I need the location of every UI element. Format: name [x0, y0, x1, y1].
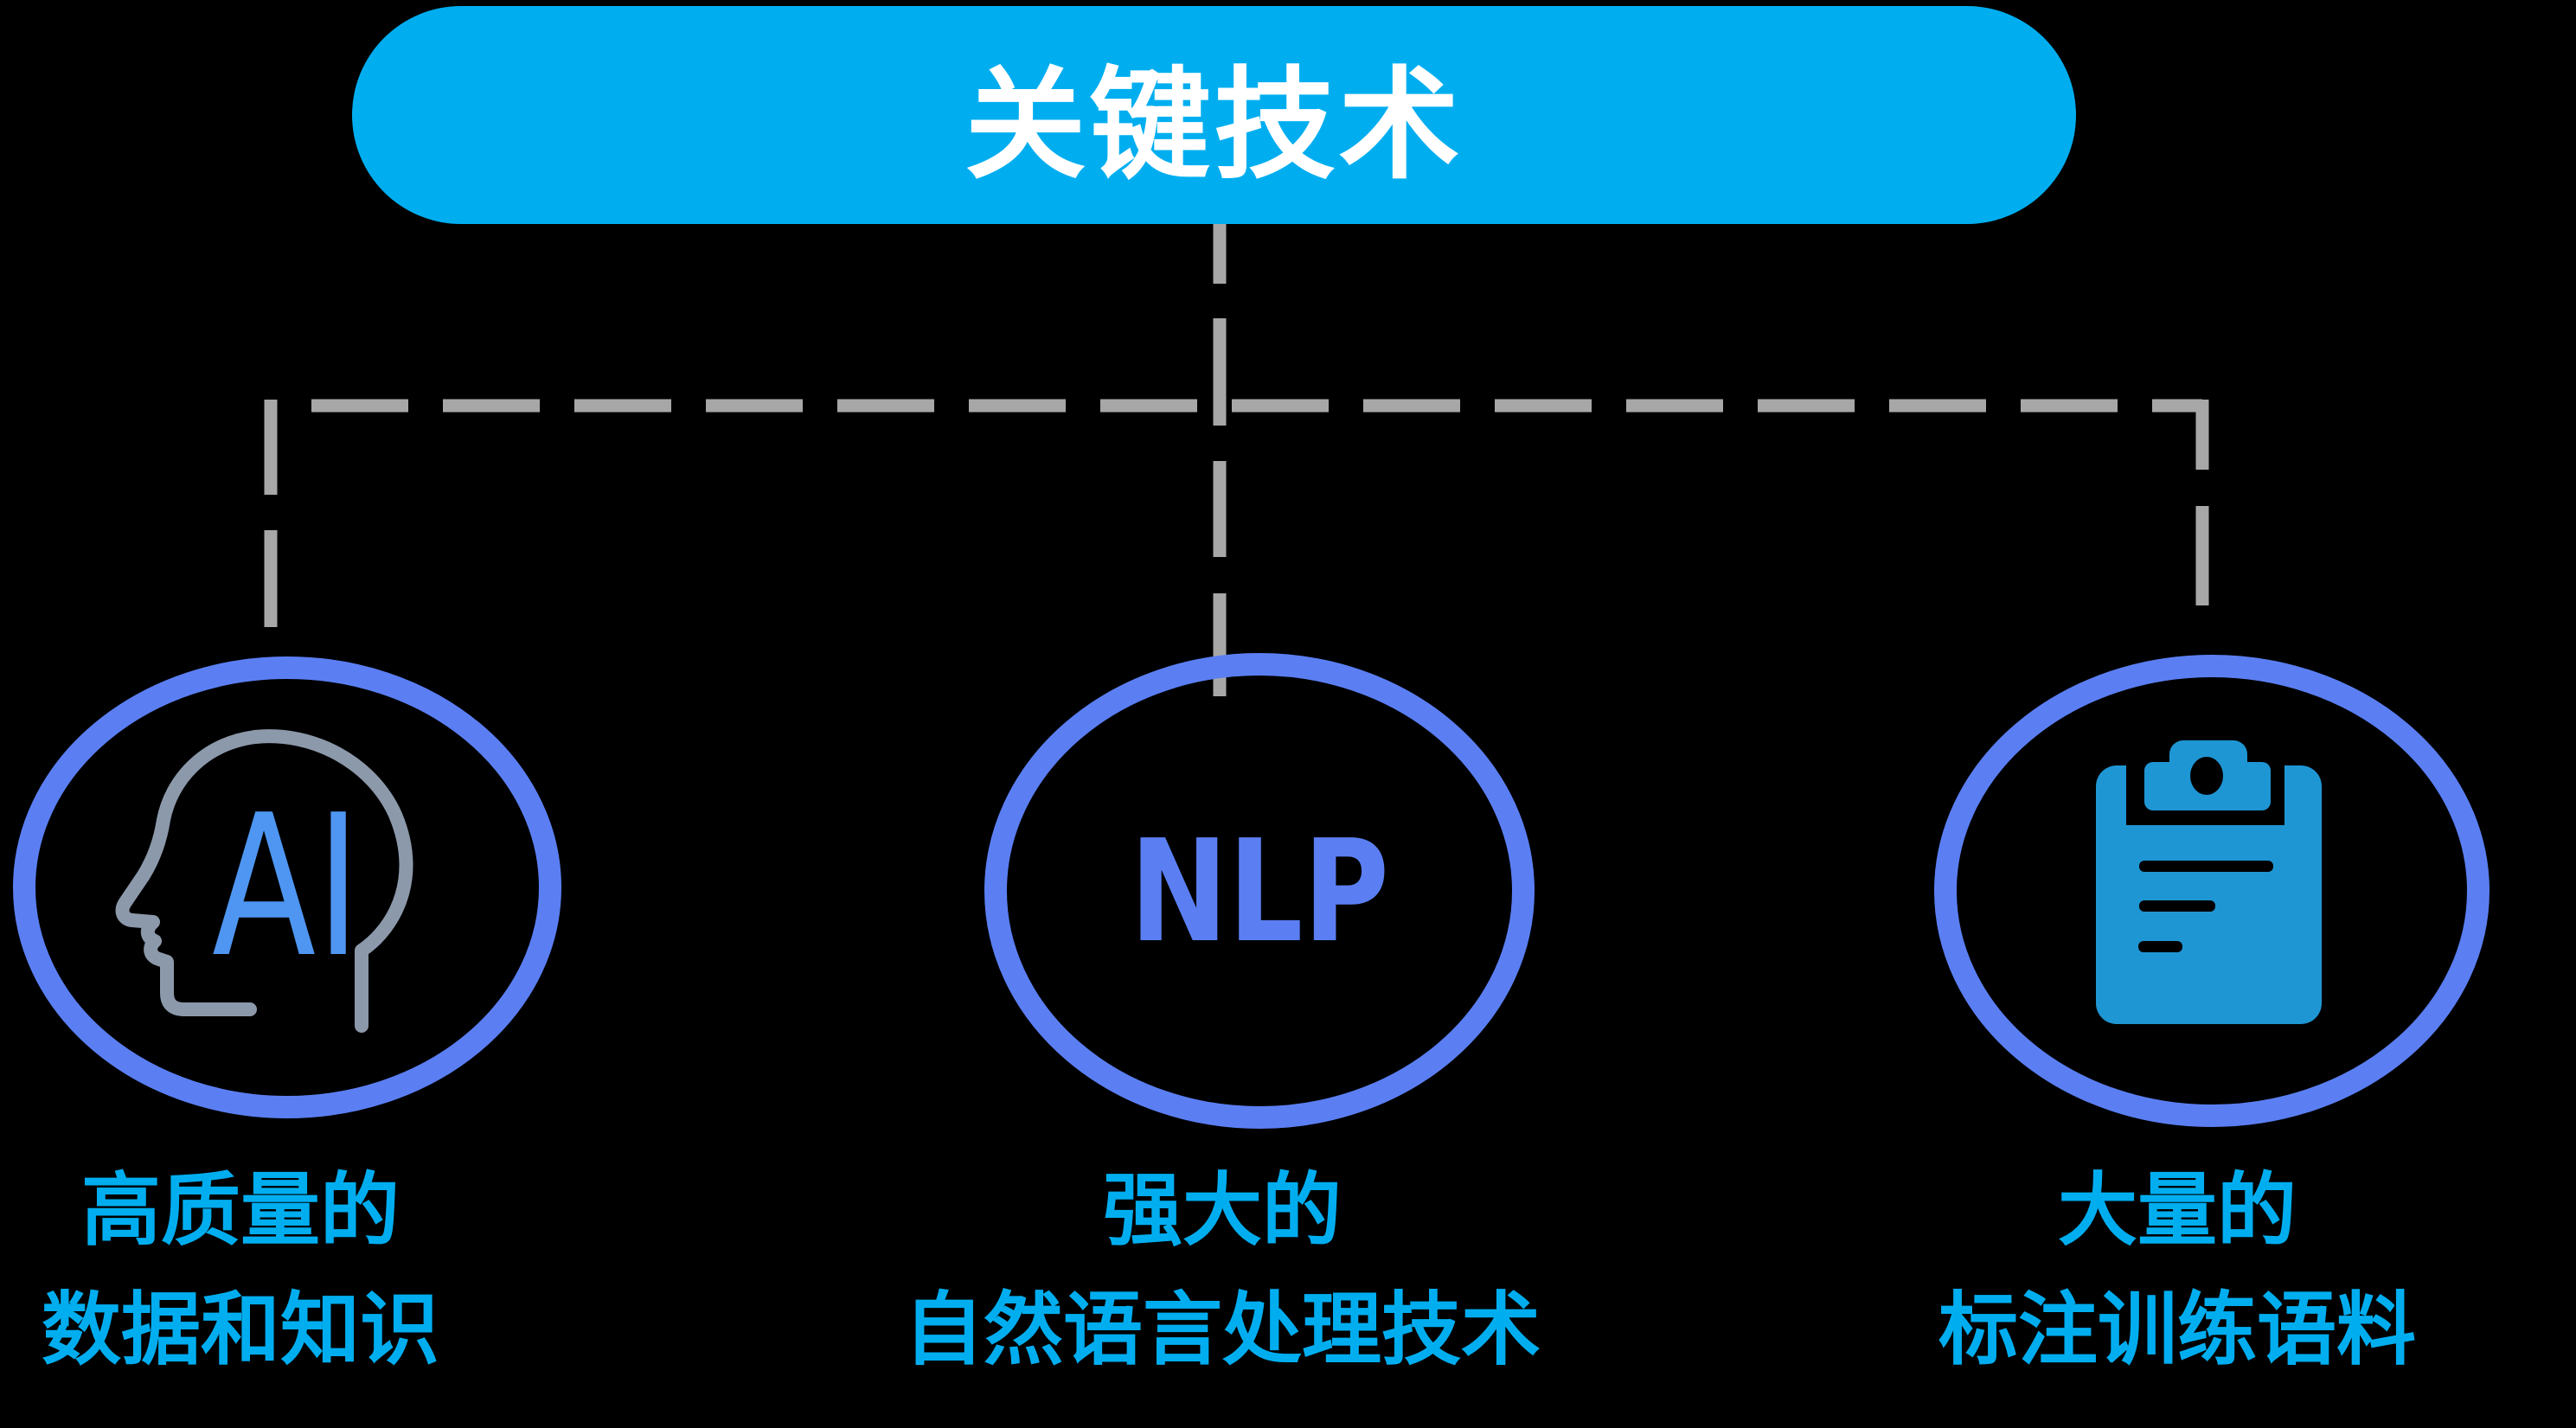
- label-nlp-line1: 强大的: [1102, 1167, 1342, 1255]
- head-face-outline: [115, 730, 262, 1016]
- clipboard-clip-hole: [2190, 757, 2223, 795]
- circle-corpus: [1934, 655, 2489, 1127]
- circle-ai: [13, 656, 561, 1118]
- clipboard-line-1: [2139, 861, 2273, 872]
- label-ai-line1: 高质量的: [80, 1167, 400, 1255]
- nlp-text: NLP: [1130, 810, 1389, 974]
- label-nlp-line2: 自然语言处理技术: [903, 1286, 1541, 1374]
- page-title: 关键技术: [964, 57, 1464, 193]
- header-pill: 关键技术: [352, 6, 2076, 224]
- label-nlp: 强大的 自然语言处理技术: [833, 1169, 1612, 1372]
- label-corpus-line1: 大量的: [2057, 1167, 2297, 1255]
- circle-nlp: [984, 653, 1535, 1129]
- ai-icon-text: AI: [212, 773, 361, 1001]
- ai-head-icon: AI: [115, 729, 413, 1033]
- head-skull-outline: [248, 729, 413, 1033]
- label-ai: 高质量的 数据和知识: [0, 1169, 630, 1372]
- clipboard-icon: [2096, 740, 2322, 1024]
- label-corpus: 大量的 标注训练语料: [1788, 1169, 2566, 1372]
- label-corpus-line2: 标注训练语料: [1938, 1286, 2416, 1374]
- clipboard-body: [2096, 765, 2322, 1024]
- label-ai-line2: 数据和知识: [41, 1286, 439, 1374]
- clipboard-line-2: [2139, 900, 2215, 912]
- clipboard-line-3: [2138, 941, 2182, 952]
